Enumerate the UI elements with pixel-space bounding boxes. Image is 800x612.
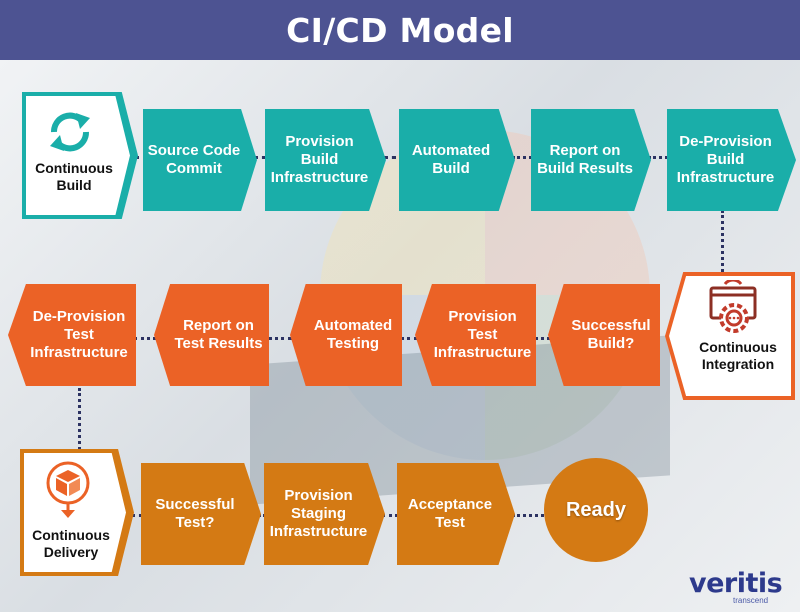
step-label: Successful Test?: [155, 496, 235, 531]
connector: [258, 514, 266, 517]
logo-tagline: transcend: [733, 596, 769, 605]
report-build-results-step: Report on Build Results: [531, 109, 651, 211]
step-label: Automated Build: [411, 142, 491, 177]
page-title: CI/CD Model: [286, 10, 514, 50]
provision-test-infrastructure-step: Provision Test Infrastructure: [415, 284, 536, 386]
provision-build-infrastructure-step: Provision Build Infrastructure: [265, 109, 386, 211]
provision-staging-infrastructure-step: Provision Staging Infrastructure: [264, 463, 385, 565]
automated-build-step: Automated Build: [399, 109, 515, 211]
step-label: Report on Test Results: [174, 317, 263, 352]
continuous-integration-stage: Continuous Integration: [665, 272, 795, 400]
stage-label: Continuous Delivery: [32, 527, 110, 560]
connector: [268, 337, 292, 340]
gear-window-icon: [709, 280, 757, 333]
step-label: De-Provision Test Infrastructure: [30, 308, 128, 361]
connector: [535, 337, 550, 340]
package-delivery-icon: [46, 461, 90, 518]
step-label: Provision Staging Infrastructure: [269, 487, 368, 540]
connector: [400, 337, 418, 340]
automated-testing-step: Automated Testing: [290, 284, 402, 386]
stage-panel: [24, 453, 126, 572]
report-test-results-step: Report on Test Results: [154, 284, 269, 386]
stage-label: Continuous Integration: [699, 339, 777, 372]
connector: [382, 514, 398, 517]
connector: [512, 156, 532, 159]
ready-circle: Ready: [544, 458, 648, 562]
successful-test-step: Successful Test?: [141, 463, 261, 565]
connector: [131, 514, 143, 517]
deprovision-test-infrastructure-step: De-Provision Test Infrastructure: [8, 284, 136, 386]
connector: [512, 514, 544, 517]
connector: [134, 337, 156, 340]
step-label: Source Code Commit: [147, 142, 241, 177]
step-label: Successful Build?: [571, 317, 651, 352]
connector: [78, 388, 81, 450]
successful-build-step: Successful Build?: [548, 284, 660, 386]
continuous-build-stage: Continuous Build: [22, 92, 138, 219]
sync-arrows-icon: [50, 112, 90, 152]
continuous-delivery-stage: Continuous Delivery: [20, 449, 134, 576]
acceptance-test-step: Acceptance Test: [397, 463, 515, 565]
step-label: Provision Build Infrastructure: [270, 133, 369, 186]
step-label: Provision Test Infrastructure: [433, 308, 532, 361]
step-label: Acceptance Test: [407, 496, 493, 531]
veritis-logo: veritis transcend: [689, 568, 789, 606]
connector: [648, 156, 668, 159]
connector: [384, 156, 396, 159]
step-label: Report on Build Results: [537, 142, 633, 177]
deprovision-build-infrastructure-step: De-Provision Build Infrastructure: [667, 109, 796, 211]
stage-label: Continuous Build: [35, 160, 113, 193]
source-code-commit-step: Source Code Commit: [143, 109, 257, 211]
ready-label: Ready: [565, 498, 627, 521]
title-bar: CI/CD Model: [0, 0, 800, 60]
step-label: Automated Testing: [313, 317, 393, 352]
connector: [721, 210, 724, 278]
step-label: De-Provision Build Infrastructure: [676, 133, 775, 186]
connector: [136, 156, 146, 159]
connector: [254, 156, 266, 159]
logo-wordmark: veritis: [689, 568, 783, 599]
